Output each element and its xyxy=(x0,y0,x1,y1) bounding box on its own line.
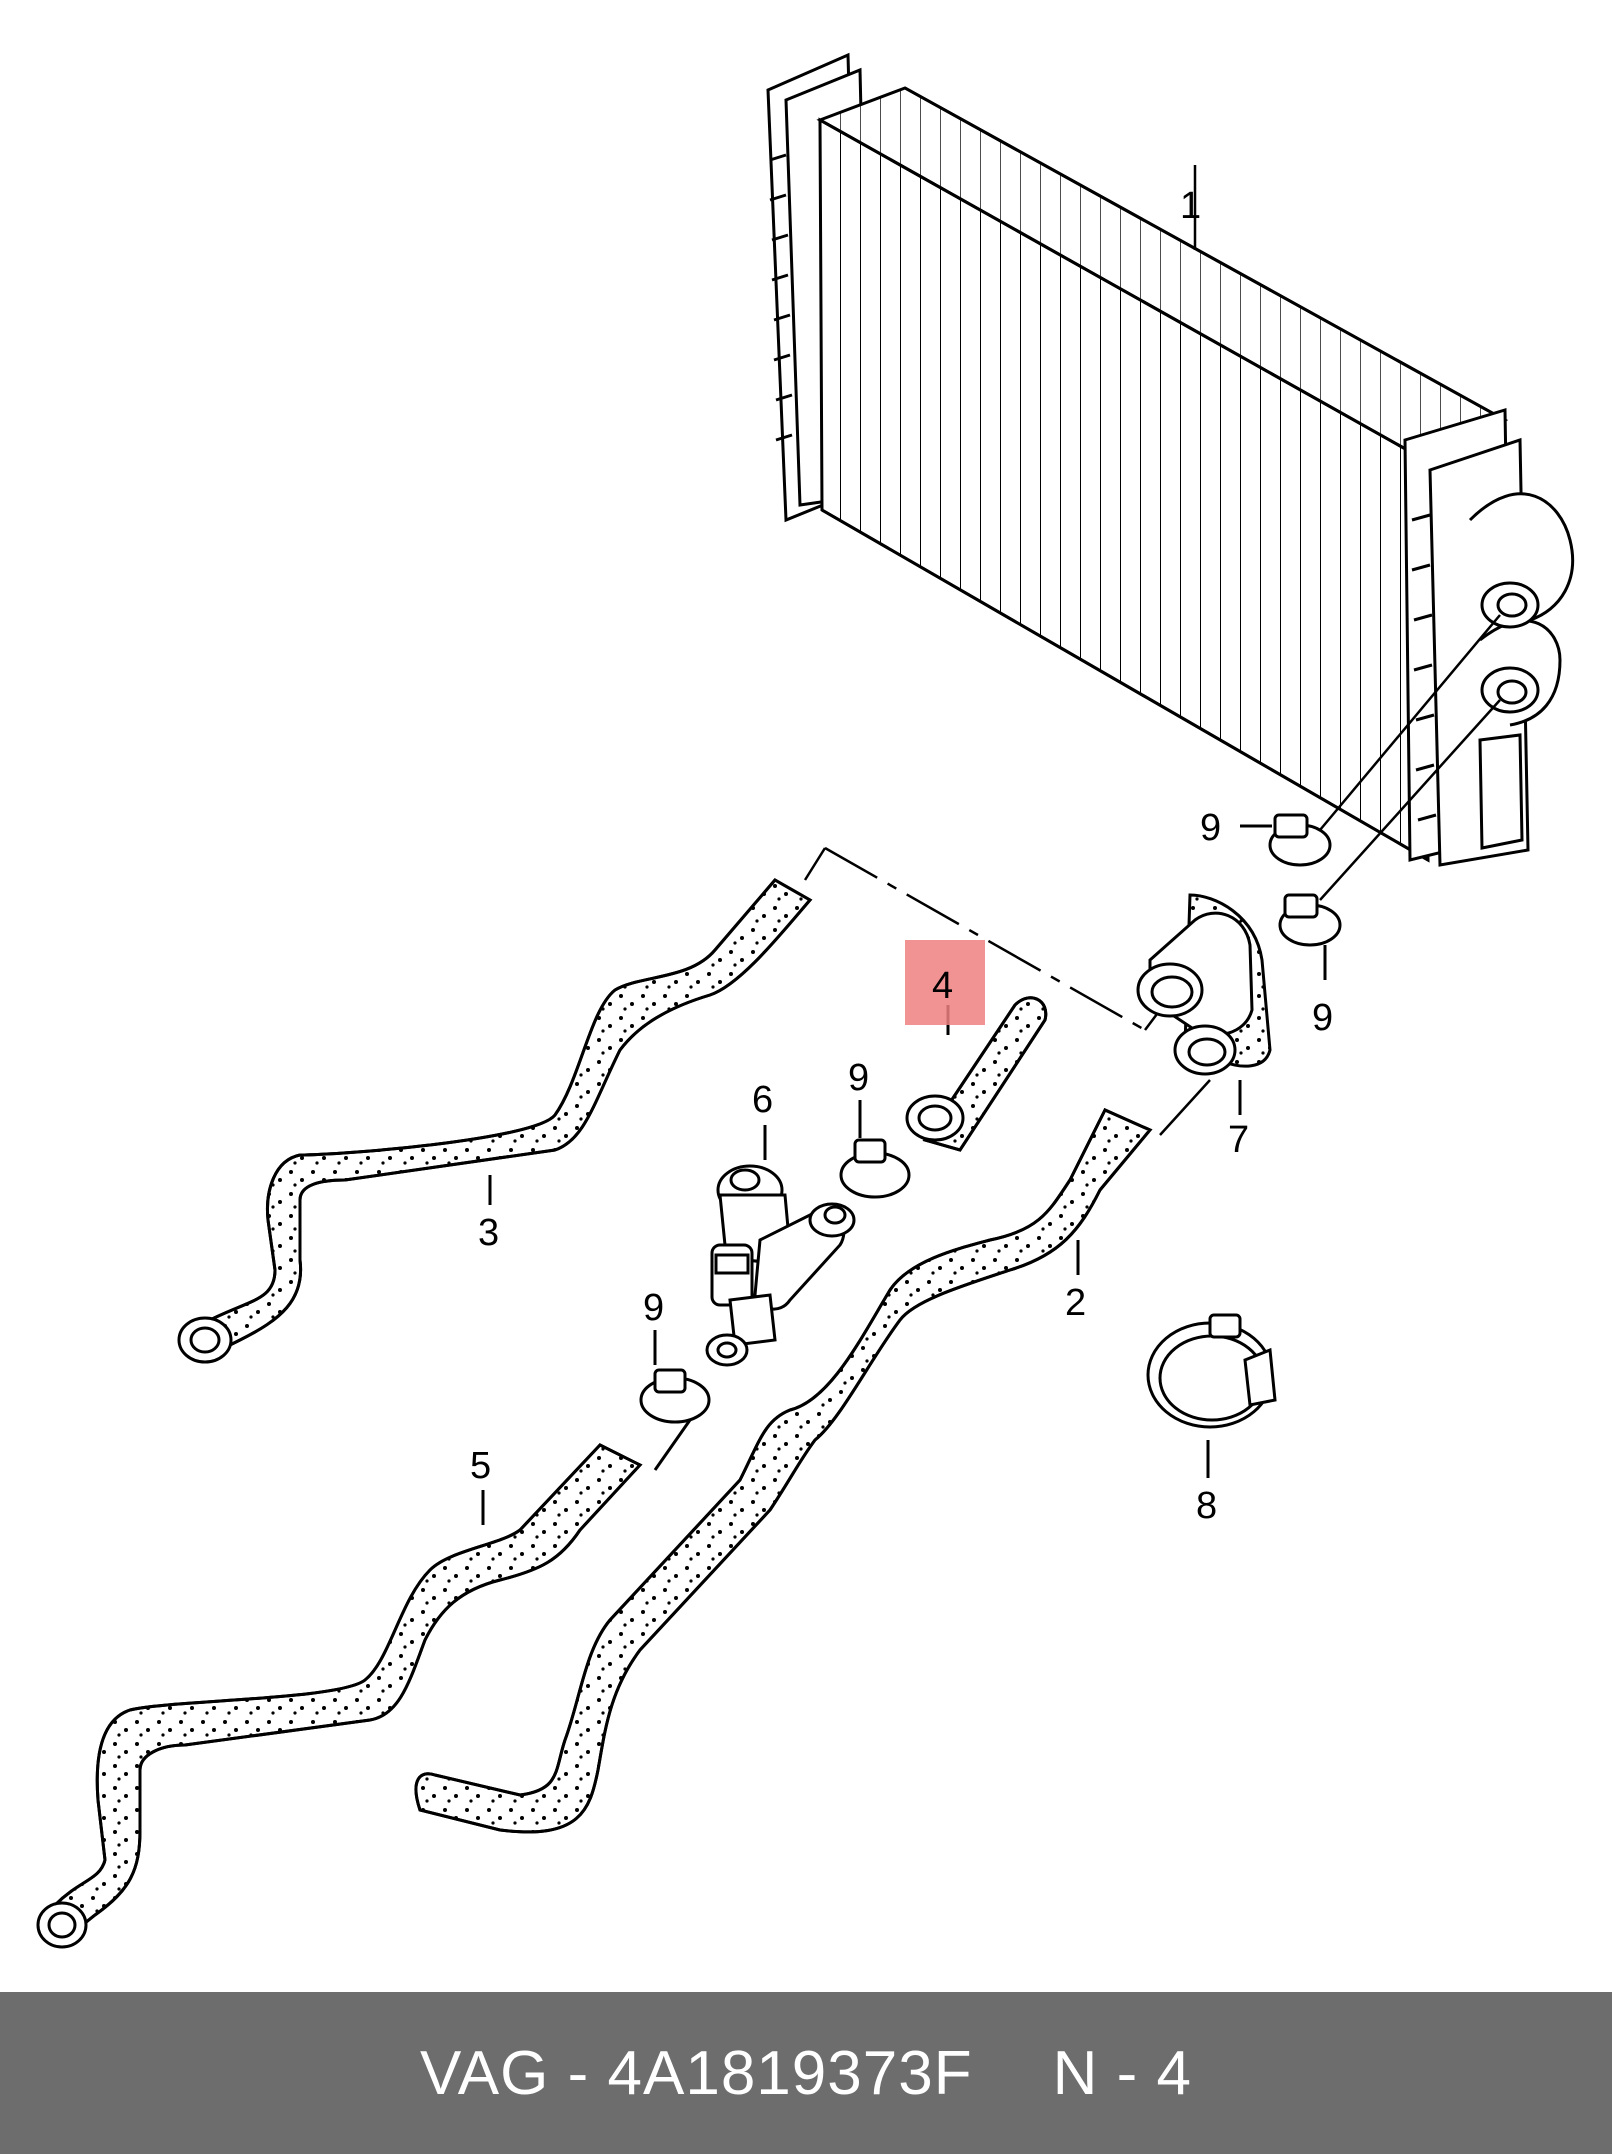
callout-9-right: 9 xyxy=(1312,997,1333,1039)
callout-7: 7 xyxy=(1228,1119,1249,1161)
callout-8: 8 xyxy=(1196,1485,1217,1527)
callout-6: 6 xyxy=(752,1079,773,1121)
part-info-bar: VAG - 4A1819373F N - 4 xyxy=(0,1992,1612,2154)
hose-clamp-upper xyxy=(1240,813,1332,867)
callout-4: 4 xyxy=(932,965,953,1007)
callout-9-valve: 9 xyxy=(848,1057,869,1099)
hose-clamp-lower-right xyxy=(1278,893,1342,980)
hose-2 xyxy=(414,1108,1153,1834)
position-label: N xyxy=(1052,2038,1099,2108)
shutoff-valve xyxy=(705,1125,856,1367)
callout-1: 1 xyxy=(1180,185,1201,227)
callout-5: 5 xyxy=(470,1445,491,1487)
position-separator: - xyxy=(1116,2038,1139,2108)
part-number: 4A1819373F xyxy=(607,2038,973,2108)
heater-core xyxy=(766,52,1575,867)
callout-9-upper: 9 xyxy=(1200,807,1221,849)
short-hose xyxy=(905,996,1048,1152)
hose-3 xyxy=(177,878,813,1364)
callout-9-lower-left: 9 xyxy=(643,1287,664,1329)
hose-clamp-valve xyxy=(839,1100,911,1199)
parts-diagram: 1 2 3 4 5 6 7 8 9 9 9 9 xyxy=(36,52,1575,1949)
position-number: 4 xyxy=(1156,2038,1192,2108)
hose-clamp-lower-left xyxy=(639,1330,711,1471)
brand-label: VAG xyxy=(420,2038,550,2108)
callout-2: 2 xyxy=(1065,1282,1086,1324)
hose-5 xyxy=(36,1443,643,1949)
large-hose-clamp xyxy=(1146,1313,1277,1478)
highlight-box xyxy=(905,940,985,1025)
callout-3: 3 xyxy=(478,1212,499,1254)
flange-adapter xyxy=(1136,893,1272,1115)
brand-separator: - xyxy=(567,2038,590,2108)
